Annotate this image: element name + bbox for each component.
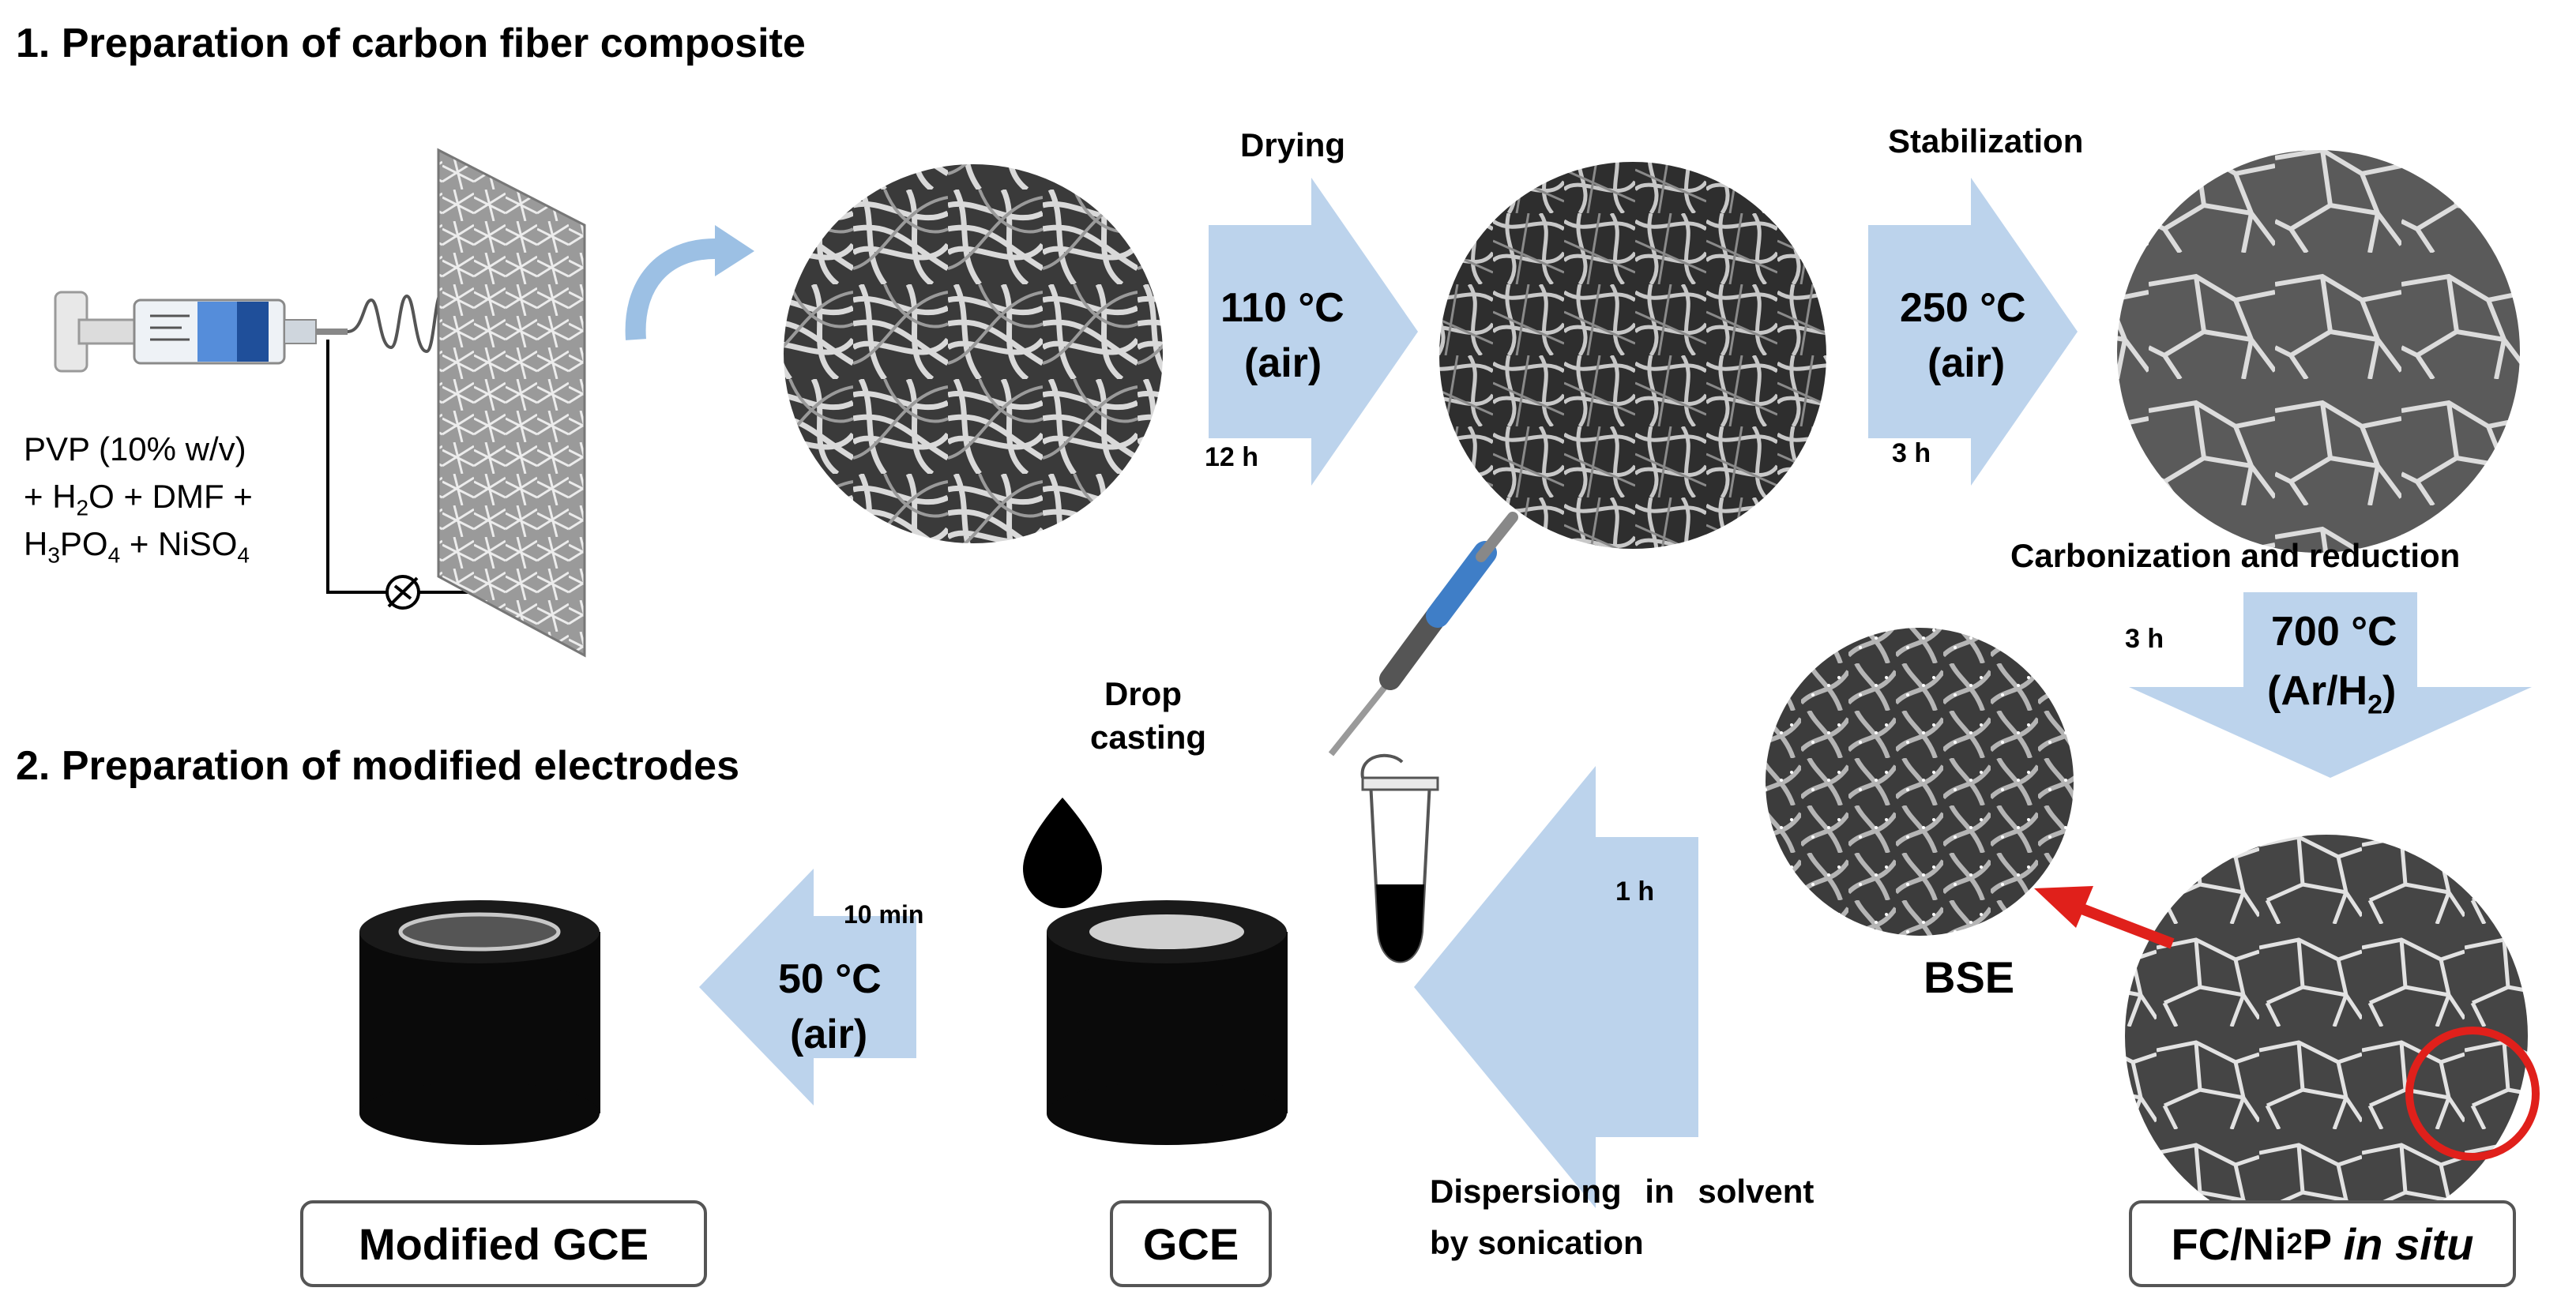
- sem-fibers-dried: [1439, 162, 1826, 549]
- tube-icon: [1360, 753, 1439, 963]
- sem-bse-image: [1766, 628, 2074, 936]
- syringe-icon: [54, 291, 348, 373]
- final-dry-atm: (air): [790, 1012, 868, 1057]
- droplet-icon: [1023, 798, 1102, 908]
- final-dry-arrow: [699, 869, 916, 1106]
- dispersion-label-line1: Dispersiong in solvent: [1430, 1173, 1814, 1210]
- drying-temp: 110 °C: [1220, 285, 1344, 331]
- stabilization-temp: 250 °C: [1900, 285, 2026, 331]
- carbonization-time: 3 h: [2125, 624, 2164, 654]
- drying-arrow: [1209, 178, 1418, 486]
- collector-plate: [437, 148, 586, 658]
- final-dry-temp: 50 °C: [778, 956, 882, 1002]
- stabilization-atm: (air): [1927, 340, 2006, 386]
- carbonization-label: Carbonization and reduction: [2010, 537, 2461, 574]
- dispersion-time: 1 h: [1615, 877, 1655, 907]
- highlight-arrow: [2067, 899, 2175, 949]
- final-dry-time: 10 min: [844, 900, 924, 929]
- carbonization-temp: 700 °C: [2271, 609, 2397, 655]
- curved-arrow-icon: [625, 238, 716, 340]
- section1-title: 1. Preparation of carbon fiber composite: [16, 21, 806, 66]
- carbonization-arrow: [2129, 592, 2532, 778]
- bse-label: BSE: [1924, 952, 2015, 1002]
- section2-title: 2. Preparation of modified electrodes: [16, 743, 739, 789]
- gce-box: GCE: [1110, 1200, 1272, 1287]
- modified-gce-box: Modified GCE: [300, 1200, 707, 1287]
- drying-time: 12 h: [1205, 442, 1259, 472]
- carbonization-atm: (Ar/H2): [2267, 668, 2397, 720]
- drop-casting-line2: casting: [1090, 719, 1207, 756]
- highlight-circle: [2405, 1027, 2540, 1161]
- solution-line3: H3PO4 + NiSO4: [24, 525, 250, 568]
- sem-fibers-asspun: [784, 164, 1163, 543]
- drop-casting-line1: Drop: [1104, 675, 1182, 712]
- stabilization-time: 3 h: [1892, 438, 1931, 468]
- pipette-icon: [1328, 512, 1518, 756]
- stabilization-label: Stabilization: [1888, 122, 2084, 160]
- sem-fibers-stabilized: [2117, 150, 2520, 553]
- drying-label: Drying: [1240, 126, 1346, 163]
- dispersion-label-line2: by sonication: [1430, 1224, 1644, 1261]
- gce-electrode: [1047, 900, 1288, 1145]
- solution-line2: + H2O + DMF +: [24, 478, 253, 520]
- electrospinning-jet: [347, 291, 444, 354]
- modified-gce-electrode: [359, 900, 600, 1145]
- stabilization-arrow: [1868, 178, 2078, 486]
- dispersion-arrow: [1414, 766, 1698, 1208]
- drying-atm: (air): [1244, 340, 1322, 386]
- circuit-wire: [326, 340, 498, 594]
- sem-fc-ni2p: [2125, 835, 2528, 1237]
- solution-line1: PVP (10% w/v): [24, 430, 246, 467]
